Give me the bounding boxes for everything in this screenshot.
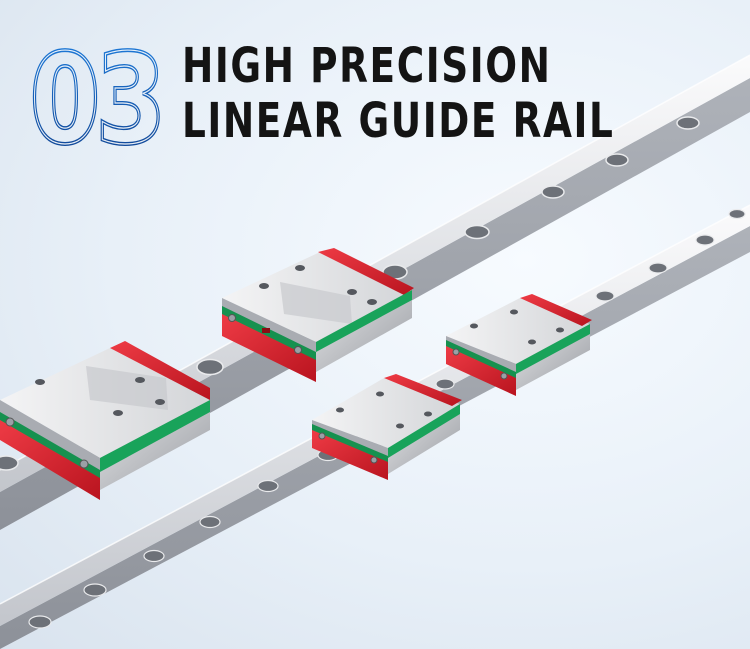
mount-screw-holes [35,377,165,416]
section-number-inner-line: 03 [30,38,160,150]
mount-screw-holes [259,265,377,305]
section-number: 03 03 [28,38,160,150]
carriage-block [222,248,414,382]
rail-mount-holes [28,208,746,629]
mount-screw-holes [470,309,564,345]
mount-screw-holes [336,391,432,429]
rail-mount-holes [0,116,700,471]
headline-line-2: LINEAR GUIDE RAIL [182,93,615,149]
carriage-block [446,294,592,396]
carriage-block [312,374,462,480]
headline-line-1: HIGH PRECISION [182,38,552,94]
section-number-text: 03 [30,38,160,150]
carriage-block [0,341,210,500]
